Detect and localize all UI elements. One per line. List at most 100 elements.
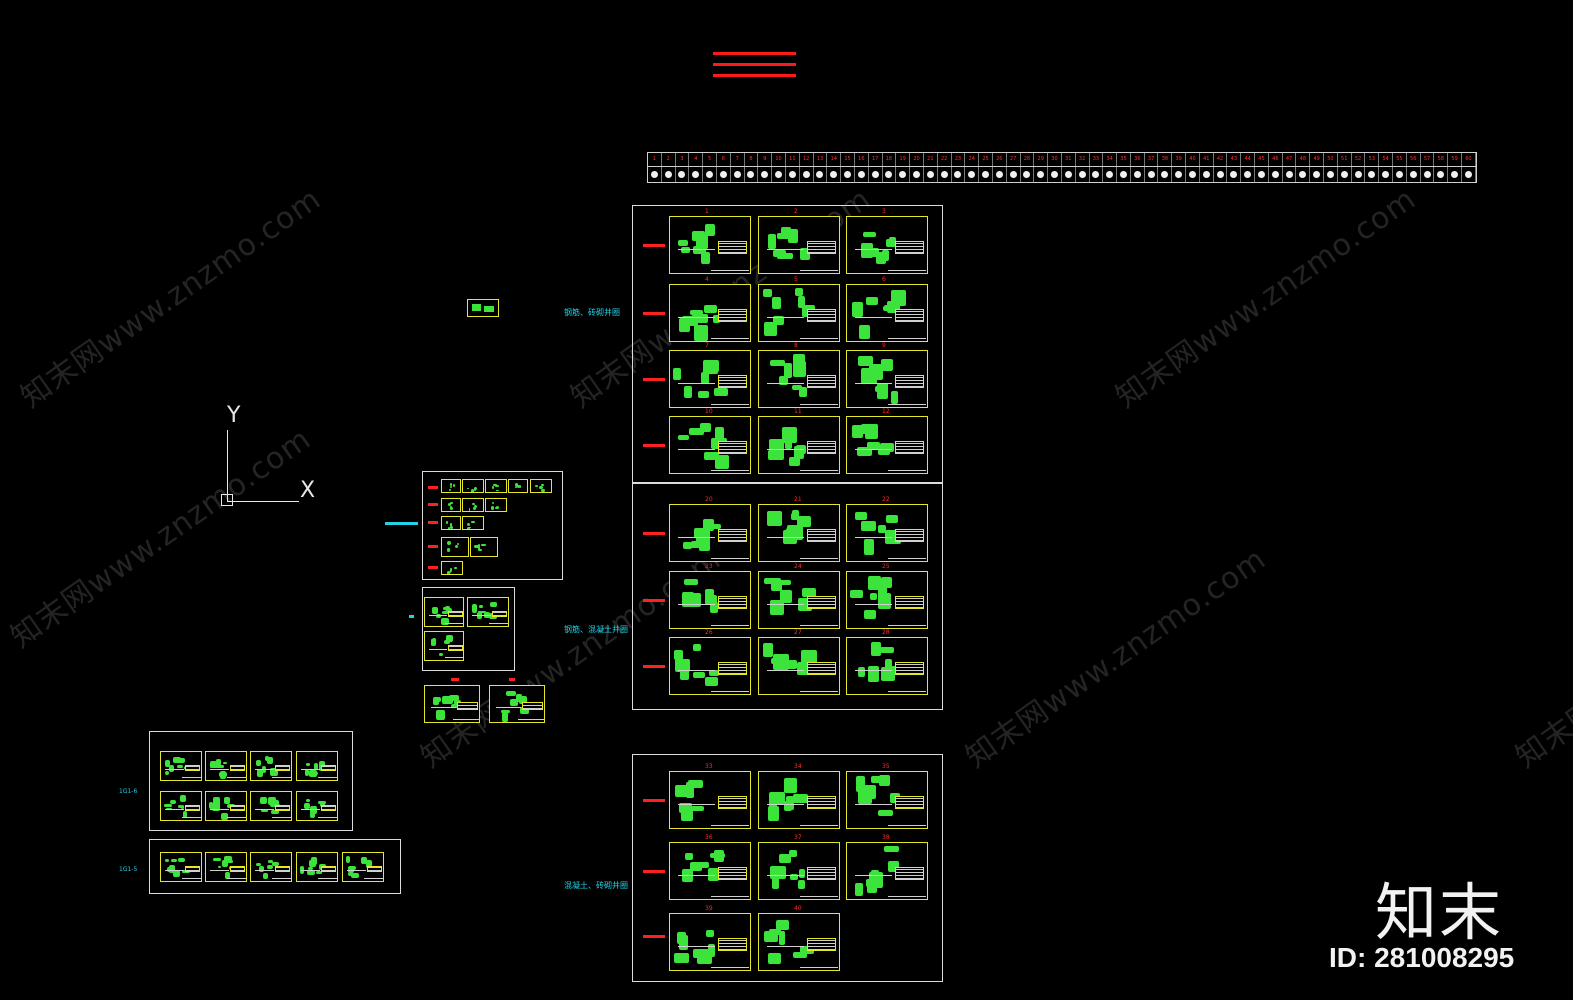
drawing-sheet[interactable] bbox=[205, 852, 247, 882]
drawing-sheet[interactable] bbox=[846, 416, 928, 474]
drawing-sheet[interactable] bbox=[846, 571, 928, 629]
drawing-sheet[interactable] bbox=[508, 479, 528, 493]
drawing-sheet[interactable] bbox=[846, 216, 928, 274]
drawing-sheet[interactable] bbox=[758, 842, 840, 900]
strip-marker-cell[interactable] bbox=[662, 167, 676, 182]
drawing-sheet[interactable] bbox=[530, 479, 552, 493]
drawing-sheet[interactable] bbox=[296, 852, 338, 882]
strip-marker-cell[interactable] bbox=[1186, 167, 1200, 182]
drawing-sheet[interactable] bbox=[669, 637, 751, 695]
strip-marker-cell[interactable] bbox=[1076, 167, 1090, 182]
strip-marker-cell[interactable] bbox=[676, 167, 690, 182]
strip-marker-cell[interactable] bbox=[731, 167, 745, 182]
drawing-sheet[interactable] bbox=[846, 504, 928, 562]
strip-marker-cell[interactable] bbox=[855, 167, 869, 182]
strip-marker-cell[interactable] bbox=[772, 167, 786, 182]
drawing-sheet[interactable] bbox=[250, 751, 292, 781]
strip-marker-cell[interactable] bbox=[883, 167, 897, 182]
strip-marker-cell[interactable] bbox=[1269, 167, 1283, 182]
strip-marker-cell[interactable] bbox=[786, 167, 800, 182]
drawing-sheet[interactable] bbox=[758, 913, 840, 971]
strip-marker-cell[interactable] bbox=[993, 167, 1007, 182]
drawing-sheet[interactable] bbox=[669, 416, 751, 474]
strip-marker-cell[interactable] bbox=[1421, 167, 1435, 182]
drawing-sheet[interactable] bbox=[424, 685, 480, 723]
drawing-sheet[interactable] bbox=[669, 216, 751, 274]
strip-marker-cell[interactable] bbox=[1131, 167, 1145, 182]
drawing-sheet[interactable] bbox=[296, 791, 338, 821]
drawing-sheet[interactable] bbox=[470, 537, 498, 557]
strip-marker-cell[interactable] bbox=[1255, 167, 1269, 182]
strip-marker-cell[interactable] bbox=[800, 167, 814, 182]
strip-marker-cell[interactable] bbox=[938, 167, 952, 182]
strip-marker-cell[interactable] bbox=[910, 167, 924, 182]
strip-marker-cell[interactable] bbox=[1158, 167, 1172, 182]
drawing-sheet[interactable] bbox=[205, 751, 247, 781]
drawing-sheet[interactable] bbox=[467, 597, 509, 627]
drawing-sheet[interactable] bbox=[485, 498, 507, 512]
strip-marker-cell[interactable] bbox=[1352, 167, 1366, 182]
drawing-sheet[interactable] bbox=[669, 842, 751, 900]
drawing-sheet[interactable] bbox=[758, 284, 840, 342]
strip-marker-cell[interactable] bbox=[924, 167, 938, 182]
strip-marker-cell[interactable] bbox=[1296, 167, 1310, 182]
drawing-sheet[interactable] bbox=[758, 350, 840, 408]
drawing-sheet[interactable] bbox=[205, 791, 247, 821]
drawing-sheet[interactable] bbox=[758, 504, 840, 562]
drawing-sheet[interactable] bbox=[758, 771, 840, 829]
drawing-sheet[interactable] bbox=[424, 631, 464, 661]
strip-marker-cell[interactable] bbox=[827, 167, 841, 182]
strip-marker-cell[interactable] bbox=[758, 167, 772, 182]
drawing-sheet[interactable] bbox=[758, 216, 840, 274]
strip-marker-cell[interactable] bbox=[745, 167, 759, 182]
strip-marker-cell[interactable] bbox=[1407, 167, 1421, 182]
drawing-sheet[interactable] bbox=[250, 791, 292, 821]
drawing-sheet[interactable] bbox=[669, 571, 751, 629]
strip-marker-cell[interactable] bbox=[703, 167, 717, 182]
strip-marker-cell[interactable] bbox=[1324, 167, 1338, 182]
drawing-sheet[interactable] bbox=[669, 771, 751, 829]
drawing-sheet[interactable] bbox=[846, 842, 928, 900]
strip-marker-cell[interactable] bbox=[1310, 167, 1324, 182]
strip-marker-cell[interactable] bbox=[648, 167, 662, 182]
strip-marker-cell[interactable] bbox=[1214, 167, 1228, 182]
drawing-sheet[interactable] bbox=[846, 637, 928, 695]
drawing-sheet[interactable] bbox=[462, 498, 484, 512]
strip-marker-cell[interactable] bbox=[952, 167, 966, 182]
detail-thumbnail[interactable] bbox=[467, 299, 499, 317]
strip-marker-cell[interactable] bbox=[1283, 167, 1297, 182]
drawing-sheet[interactable] bbox=[441, 537, 469, 557]
strip-marker-cell[interactable] bbox=[979, 167, 993, 182]
strip-marker-cell[interactable] bbox=[1227, 167, 1241, 182]
drawing-sheet[interactable] bbox=[441, 516, 461, 530]
strip-marker-cell[interactable] bbox=[1172, 167, 1186, 182]
drawing-sheet[interactable] bbox=[846, 284, 928, 342]
strip-marker-cell[interactable] bbox=[717, 167, 731, 182]
drawing-sheet[interactable] bbox=[758, 571, 840, 629]
strip-marker-cell[interactable] bbox=[1200, 167, 1214, 182]
strip-marker-cell[interactable] bbox=[1434, 167, 1448, 182]
strip-marker-cell[interactable] bbox=[1021, 167, 1035, 182]
strip-marker-cell[interactable] bbox=[841, 167, 855, 182]
drawing-sheet[interactable] bbox=[296, 751, 338, 781]
strip-marker-cell[interactable] bbox=[1090, 167, 1104, 182]
strip-marker-cell[interactable] bbox=[1048, 167, 1062, 182]
strip-marker-cell[interactable] bbox=[965, 167, 979, 182]
strip-marker-cell[interactable] bbox=[1062, 167, 1076, 182]
drawing-sheet[interactable] bbox=[669, 350, 751, 408]
drawing-sheet[interactable] bbox=[485, 479, 507, 493]
drawing-sheet[interactable] bbox=[441, 479, 461, 493]
strip-marker-cell[interactable] bbox=[896, 167, 910, 182]
strip-marker-cell[interactable] bbox=[869, 167, 883, 182]
strip-marker-cell[interactable] bbox=[1462, 167, 1476, 182]
drawing-sheet[interactable] bbox=[160, 791, 202, 821]
drawing-sheet[interactable] bbox=[758, 637, 840, 695]
strip-marker-cell[interactable] bbox=[1448, 167, 1462, 182]
strip-marker-cell[interactable] bbox=[1338, 167, 1352, 182]
drawing-sheet[interactable] bbox=[462, 479, 484, 493]
strip-marker-cell[interactable] bbox=[1393, 167, 1407, 182]
strip-marker-cell[interactable] bbox=[689, 167, 703, 182]
strip-marker-cell[interactable] bbox=[1379, 167, 1393, 182]
strip-marker-cell[interactable] bbox=[1007, 167, 1021, 182]
strip-marker-cell[interactable] bbox=[1241, 167, 1255, 182]
